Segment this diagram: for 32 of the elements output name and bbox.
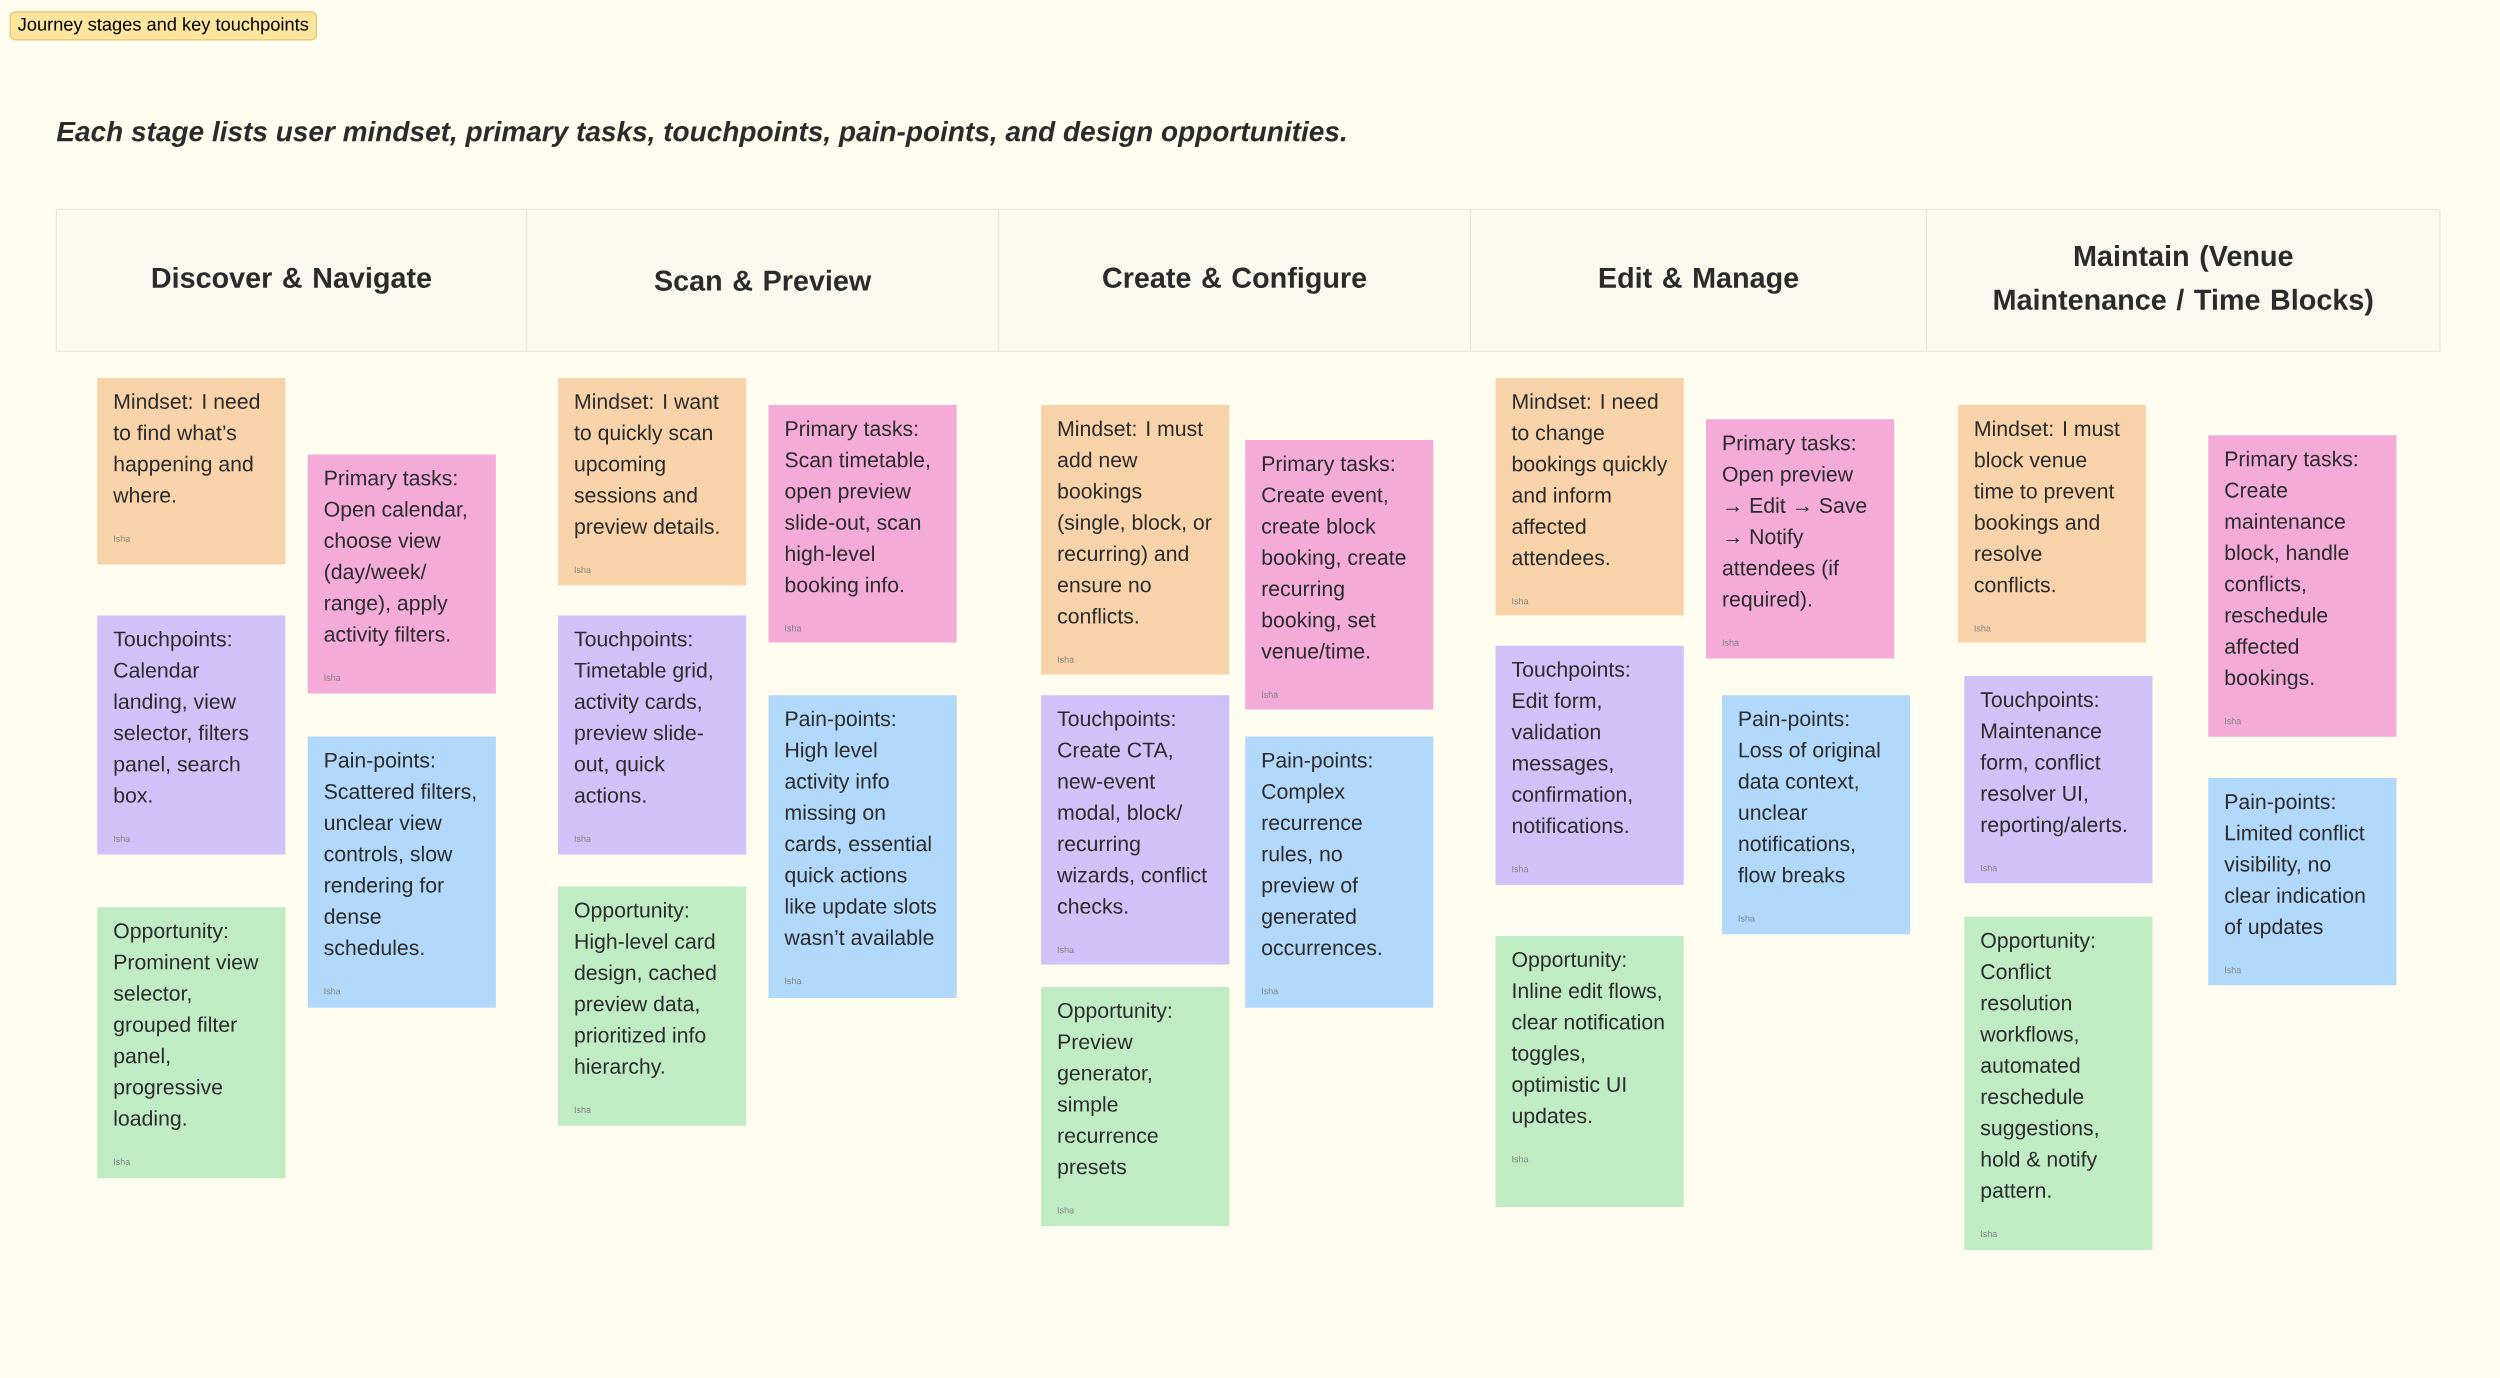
- section-tag: Journey stages and key touchpoints: [9, 11, 317, 41]
- stage-header: Create & Configure: [998, 208, 1472, 352]
- stage-header: Discover & Navigate: [55, 208, 528, 352]
- sticky-note: Touchpoints: Edit form, validation messages, confirmation, notifications. Isha: [1495, 645, 1684, 885]
- sticky-note: Pain-points: Loss of original data context, unclear notifications, flow breaks Isha: [1722, 695, 1911, 935]
- sticky-note: Primary tasks: Open preview → Edit → Save → Notify attendees (if required). Isha: [1706, 419, 1895, 659]
- sticky-note: Pain-points: Limited conflict visibility, no clear indication of updates Isha: [2208, 778, 2397, 986]
- sticky-note: Opportunity: Prominent view selector, grouped filter panel, progressive loading. Isha: [97, 907, 286, 1179]
- stage-header: Maintain (Venue Maintenance / Time Blocks): [1926, 208, 2441, 352]
- sticky-note: Touchpoints: Calendar landing, view selector, filters panel, search box. Isha: [97, 615, 286, 855]
- sticky-note: Opportunity: Conflict resolution workflows, automated reschedule suggestions, hold & notify pattern. Isha: [1964, 916, 2153, 1250]
- stage-header: Edit & Manage: [1470, 208, 1928, 352]
- stage-header: Scan & Preview: [526, 208, 1000, 352]
- sticky-note: Pain-points: High level activity info missing on cards, essential quick actions like update slots wasn’t available Isha: [768, 695, 957, 999]
- sticky-note: Mindset: I must block venue time to prevent bookings and resolve conflicts. Isha: [1957, 405, 2147, 643]
- sticky-note: Mindset: I must add new bookings (single, block, or recurring) and ensure no conflicts. Isha: [1041, 405, 1230, 675]
- sticky-note: Mindset: I need to find what’s happening and where. Isha: [97, 377, 286, 565]
- sticky-note: Opportunity: Preview generator, simple recurrence presets Isha: [1041, 986, 1230, 1227]
- sticky-note: Pain-points: Complex recurrence rules, no preview of generated occurrences. Isha: [1245, 736, 1434, 1008]
- heading: Each stage lists user mindset, primary tasks, touchpoints, pain-points, and design opportunities.: [56, 120, 1346, 147]
- sticky-note: Touchpoints: Maintenance form, conflict resolver UI, reporting/alerts. Isha: [1964, 676, 2153, 884]
- sticky-note: Touchpoints: Timetable grid, activity cards, preview slide- out, quick actions. Isha: [558, 615, 747, 855]
- sticky-note: Mindset: I want to quickly scan upcoming sessions and preview details. Isha: [558, 377, 747, 586]
- sticky-note: Primary tasks: Scan timetable, open preview slide-out, scan high-level booking info. Isha: [768, 405, 957, 643]
- sticky-note: Primary tasks: Create maintenance block, handle conflicts, reschedule affected bookings. Isha: [2208, 435, 2397, 737]
- sticky-note: Opportunity: High-level card design, cached preview data, prioritized info hierarchy. Isha: [558, 886, 747, 1126]
- sticky-note: Primary tasks: Create event, create block booking, create recurring booking, set venue/time. Isha: [1245, 440, 1434, 710]
- sticky-note: Opportunity: Inline edit flows, clear notification toggles, optimistic UI updates. Isha: [1495, 935, 1684, 1207]
- sticky-note: Mindset: I need to change bookings quickly and inform affected attendees. Isha: [1495, 377, 1684, 616]
- sticky-note: Primary tasks: Open calendar, choose view (day/week/ range), apply activity filters. Isha: [307, 454, 496, 694]
- sticky-note: Pain-points: Scattered filters, unclear view controls, slow rendering for dense schedules. Isha: [307, 736, 496, 1008]
- sticky-note: Touchpoints: Create CTA, new-event modal, block/ recurring wizards, conflict checks. Isha: [1041, 695, 1230, 965]
